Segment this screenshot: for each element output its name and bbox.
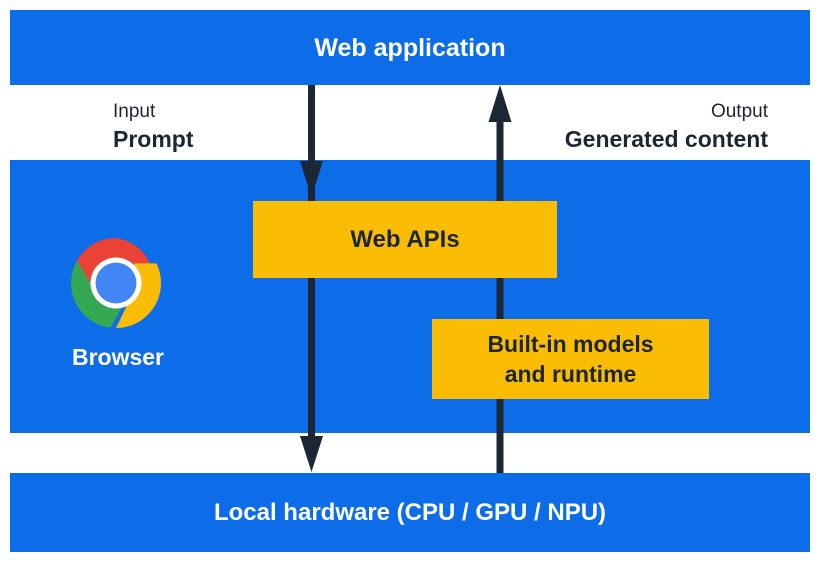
chrome-icon-svg	[71, 238, 161, 328]
chrome-icon-yellow-segment	[116, 263, 161, 328]
web-application-label: Web application	[314, 34, 506, 62]
output-caption: Output	[710, 101, 768, 122]
local-hardware-label: Local hardware (CPU / GPU / NPU)	[213, 499, 607, 526]
input-arrow-down	[300, 85, 323, 472]
chrome-icon-blue-center	[95, 262, 137, 304]
web-application-band: Web application	[10, 10, 810, 85]
browser-label: Browser	[71, 344, 165, 370]
chrome-browser-icon	[71, 238, 161, 328]
input-label-group: Input Prompt	[113, 101, 194, 153]
chrome-icon-red-segment	[77, 238, 151, 291]
input-caption: Input	[113, 101, 156, 122]
output-label-group: Output Generated content	[565, 101, 768, 153]
built-in-models-label-line2: and runtime	[504, 361, 637, 387]
web-apis-box: Web APIs	[253, 201, 557, 278]
output-arrow-up	[488, 85, 512, 473]
output-value-label: Generated content	[564, 126, 768, 152]
built-in-models-box: Built-in models and runtime	[432, 319, 709, 399]
built-in-models-label-line1: Built-in models	[487, 331, 654, 357]
web-apis-label: Web APIs	[350, 225, 460, 253]
chrome-icon-green-segment	[71, 260, 128, 328]
input-value-label: Prompt	[113, 126, 194, 152]
local-hardware-band: Local hardware (CPU / GPU / NPU)	[10, 473, 810, 552]
